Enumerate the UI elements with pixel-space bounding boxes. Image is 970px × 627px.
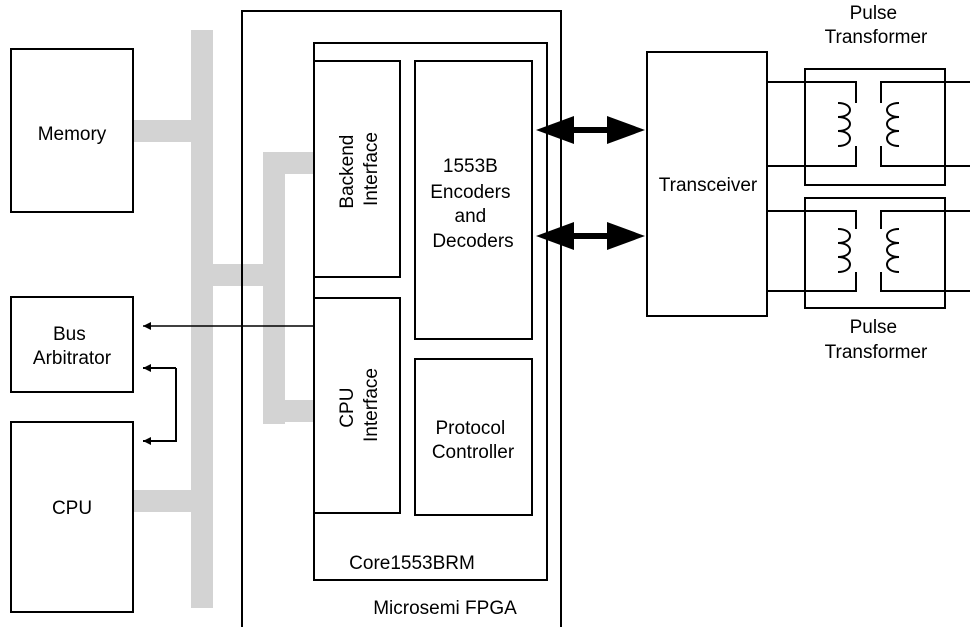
pulse-transformer-bottom: Pulse Transformer: [767, 198, 970, 363]
system-bus: [133, 30, 314, 608]
fpga-label: Microsemi FPGA: [373, 598, 517, 619]
core-label: Core1553BRM: [349, 553, 475, 574]
memory-block: Memory: [11, 49, 133, 212]
cpu-label: CPU: [52, 498, 92, 519]
bus-fpga-vertical: [263, 152, 285, 424]
memory-label: Memory: [38, 124, 107, 145]
encoders-decoders-block: 1553B Encoders and Decoders: [415, 61, 532, 339]
transceiver-label: Transceiver: [659, 175, 758, 196]
bus-branch-to-fpga: [213, 264, 263, 286]
encoder-transceiver-link-bottom: [536, 222, 645, 250]
bus-branch-cpu-interface: [263, 400, 314, 422]
bus-branch-cpu: [133, 490, 191, 512]
transceiver-block: Transceiver: [647, 52, 767, 316]
pulse-transformer-top-label: Pulse Transformer: [825, 3, 928, 48]
cpu-interface-block: CPU Interface: [314, 298, 400, 513]
pulse-transformer-bottom-label: Pulse Transformer: [825, 317, 928, 363]
arbitration-connector: [143, 368, 176, 441]
cpu-block: CPU: [11, 422, 133, 612]
backend-interface-block: Backend Interface: [314, 61, 400, 277]
bus-branch-memory: [133, 120, 191, 142]
bus-branch-backend: [263, 152, 314, 174]
protocol-controller-block: Protocol Controller: [415, 359, 532, 515]
pulse-transformer-top: Pulse Transformer: [767, 3, 970, 185]
encoder-transceiver-link-top: [536, 116, 645, 144]
bus-arbitrator-block: Bus Arbitrator: [11, 297, 133, 392]
bus-vertical-trunk: [191, 30, 213, 608]
